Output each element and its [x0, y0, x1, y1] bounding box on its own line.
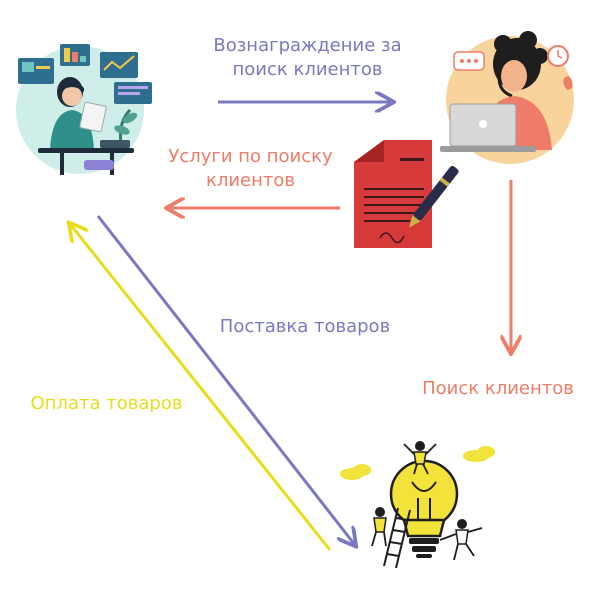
services-label: Услуги по поиску клиентов: [148, 145, 353, 193]
payment-label: Оплата товаров: [30, 393, 183, 414]
lightbulb-team-illustration: [340, 441, 495, 569]
payment-arrow: [70, 224, 332, 551]
search-label: Поиск клиентов: [422, 378, 574, 399]
services-label-line2: клиентов: [205, 170, 296, 191]
services-label-line1: Услуги по поиску: [168, 146, 333, 167]
business-woman-illustration: [16, 44, 152, 175]
reward-label: Вознаграждение за поиск клиентов: [190, 34, 425, 82]
reward-label-line2: поиск клиентов: [232, 59, 383, 80]
call-center-agent-illustration: [440, 31, 574, 164]
delivery-label: Поставка товаров: [219, 316, 391, 337]
reward-label-line1: Вознаграждение за: [213, 35, 402, 56]
contract-document-icon: [354, 140, 459, 248]
delivery-arrow: [96, 215, 355, 545]
